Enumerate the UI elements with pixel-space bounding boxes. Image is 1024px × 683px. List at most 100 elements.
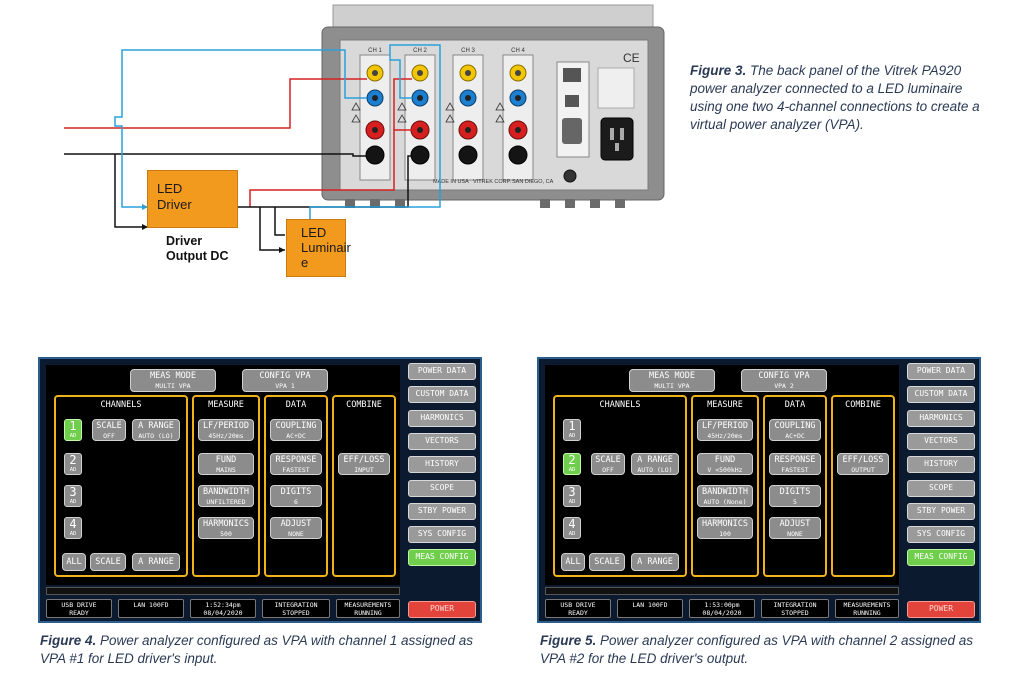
- status-line-1: 1:52:34pm: [205, 601, 241, 609]
- side-button-harmonics[interactable]: HARMONICS: [408, 409, 476, 427]
- status-line-1: USB DRIVE: [560, 601, 596, 609]
- side-button-sys-config[interactable]: SYS CONFIG: [408, 526, 476, 544]
- side-button-history[interactable]: HISTORY: [907, 456, 975, 474]
- side-button-vectors[interactable]: VECTORS: [408, 432, 476, 450]
- channel-label-2: CH 2: [413, 48, 427, 54]
- side-button-stby-power[interactable]: STBY POWER: [408, 502, 476, 520]
- side-button-sys-config[interactable]: SYS CONFIG: [907, 526, 975, 544]
- digits-label: DIGITS: [779, 487, 811, 497]
- side-button-custom-data[interactable]: CUSTOM DATA: [408, 386, 476, 404]
- status-cell: LAN 100FD: [617, 599, 683, 618]
- led-luminaire-box: LED Luminair e: [286, 219, 351, 277]
- channel-1-sub: AD: [69, 433, 77, 439]
- power-button[interactable]: POWER: [907, 601, 975, 618]
- lf-period-value: 45Hz/20ms: [208, 432, 244, 440]
- scale-all-button[interactable]: SCALE: [589, 553, 625, 571]
- back-panel: [339, 39, 649, 191]
- fund-value: MAINS: [216, 466, 236, 474]
- status-line-2: STOPPED: [781, 609, 809, 617]
- side-button-meas-config[interactable]: MEAS CONFIG: [907, 549, 975, 567]
- meas-mode-value: MULTI VPA: [654, 382, 690, 390]
- all-channels-button[interactable]: ALL: [62, 553, 86, 571]
- side-button-harmonics[interactable]: HARMONICS: [907, 409, 975, 427]
- a-range-all-button[interactable]: A RANGE: [631, 553, 679, 571]
- eff-loss-value: OUTPUT: [851, 466, 875, 474]
- harmonics-setting-label: HARMONICS: [202, 519, 250, 529]
- scale-value: OFF: [103, 432, 115, 440]
- figure-4-label: Figure 4.: [40, 633, 97, 648]
- combine-title: COMBINE: [346, 400, 382, 410]
- side-button-history[interactable]: HISTORY: [408, 456, 476, 474]
- bandwidth-value: AUTO (None): [703, 498, 747, 506]
- scale-label: SCALE: [96, 421, 122, 431]
- side-button-meas-config[interactable]: MEAS CONFIG: [408, 549, 476, 567]
- side-button-scope[interactable]: SCOPE: [907, 479, 975, 497]
- status-line-2: 08/04/2020: [203, 609, 243, 617]
- fund-value: V <500kHz: [707, 466, 743, 474]
- channels-title: CHANNELS: [599, 400, 641, 410]
- channel-label-3: CH 3: [461, 48, 475, 54]
- channel-1-number: 1: [69, 419, 77, 433]
- channel-1-sub: AD: [568, 433, 576, 439]
- all-channels-button[interactable]: ALL: [561, 553, 585, 571]
- scale-label: SCALE: [595, 455, 621, 465]
- scale-all-button[interactable]: SCALE: [90, 553, 126, 571]
- a-range-all-button[interactable]: A RANGE: [132, 553, 180, 571]
- side-button-stby-power[interactable]: STBY POWER: [907, 502, 975, 520]
- scale-value: OFF: [602, 466, 614, 474]
- side-button-custom-data[interactable]: CUSTOM DATA: [907, 386, 975, 404]
- side-button-power-data[interactable]: POWER DATA: [907, 363, 975, 380]
- status-line-1: MEASUREMENTS: [344, 601, 392, 609]
- a-range-value: AUTO (LO): [637, 466, 673, 474]
- side-button-power-data[interactable]: POWER DATA: [408, 363, 476, 380]
- side-button-vectors[interactable]: VECTORS: [907, 432, 975, 450]
- all-label: ALL: [565, 557, 581, 567]
- status-line-2: READY: [69, 609, 89, 617]
- side-button-scope[interactable]: SCOPE: [408, 479, 476, 497]
- figure-5-caption: Figure 5. Power analyzer configured as V…: [540, 632, 1000, 668]
- response-value: FASTEST: [282, 466, 310, 474]
- power-button[interactable]: POWER: [408, 601, 476, 618]
- vitrek-city: SAN DIEGO, CA: [512, 179, 554, 185]
- digits-label: DIGITS: [280, 487, 312, 497]
